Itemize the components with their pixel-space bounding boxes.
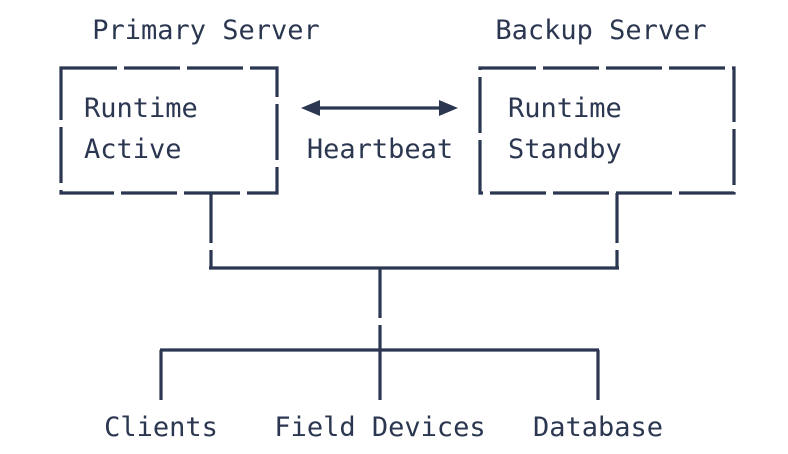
backup-runtime-label: Runtime [508, 93, 622, 124]
primary-state-label: Active [84, 134, 182, 165]
heartbeat-label: Heartbeat [306, 134, 454, 165]
backup-state-label: Standby [508, 134, 622, 165]
backup-server-title: Backup Server [495, 15, 707, 46]
backup-server-box [478, 66, 736, 195]
leaf-label-field-devices: Field Devices [274, 412, 486, 443]
primary-runtime-label: Runtime [84, 93, 198, 124]
primary-server-box [59, 66, 279, 195]
primary-server-title: Primary Server [92, 15, 320, 46]
heartbeat-arrow-right-head [439, 100, 458, 116]
leaf-label-database: Database [532, 412, 664, 443]
heartbeat-arrow-left-head [301, 100, 320, 116]
leaf-label-clients: Clients [104, 412, 218, 443]
